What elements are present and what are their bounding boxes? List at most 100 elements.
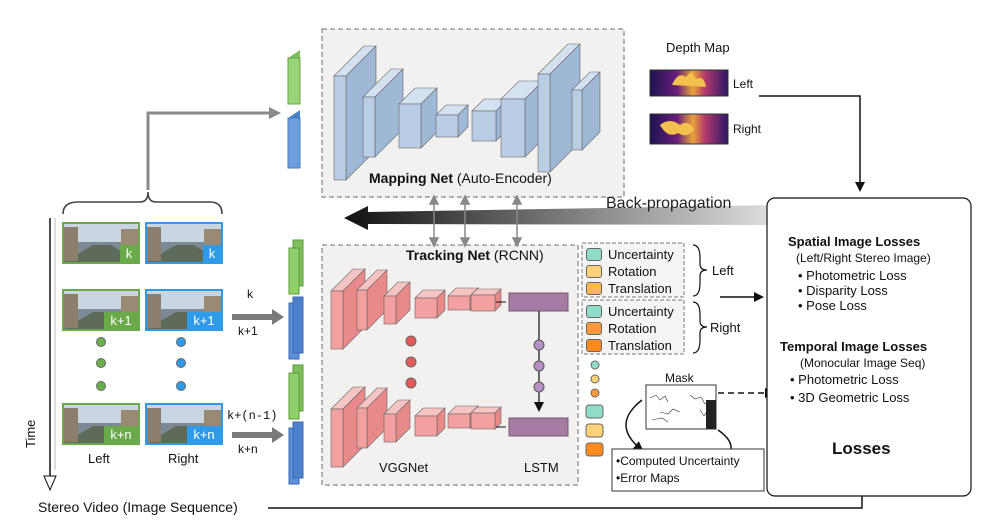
input-label-kn: k+n xyxy=(238,442,258,456)
tracking-net-title: Tracking Net (RCNN) xyxy=(406,247,544,263)
output-swatch xyxy=(586,264,602,278)
loss-item: • Pose Loss xyxy=(798,298,867,313)
vgg-ellipsis-dots xyxy=(405,335,417,389)
right-frame-thumbnail: k+1 xyxy=(145,289,223,331)
lstm-cell-top xyxy=(508,292,569,312)
output-item-label: Translation xyxy=(608,337,672,353)
encoder-block xyxy=(362,68,404,158)
output-item: Translation xyxy=(586,337,672,353)
mask-dark-patch xyxy=(706,400,716,429)
vgg-block xyxy=(383,399,411,443)
output-item-label: Uncertainty xyxy=(608,246,674,262)
depth-map-left-image xyxy=(649,69,729,97)
depth-map-left-label: Left xyxy=(733,77,754,91)
output-swatch xyxy=(586,304,602,318)
output-item: Rotation xyxy=(586,320,656,336)
mask-item: •Error Maps xyxy=(616,471,680,485)
vgg-blocks xyxy=(330,268,506,468)
left-brace xyxy=(692,244,708,297)
vgg-label: VGGNet xyxy=(379,460,429,475)
vgg-block xyxy=(470,288,502,312)
mapping-input-bars xyxy=(287,50,301,169)
left-frame-thumbnail: k xyxy=(62,222,140,264)
right-frame-thumbnail: k xyxy=(145,222,223,264)
output-item: Rotation xyxy=(586,263,656,279)
frame-ellipsis-dots xyxy=(96,337,186,391)
right-output-label: Right xyxy=(710,320,741,335)
tracking-input-arrows xyxy=(232,309,284,443)
loss-item: • 3D Geometric Loss xyxy=(790,390,910,405)
frame-tag: k+1 xyxy=(193,313,214,328)
output-swatch xyxy=(586,247,602,261)
left-frame-thumbnail: k+n xyxy=(62,403,140,445)
mask-items-box xyxy=(611,448,765,492)
temporal-losses-title: Temporal Image Losses xyxy=(780,339,928,354)
spatial-losses-subtitle: (Left/Right Stereo Image) xyxy=(796,251,931,265)
output-item: Translation xyxy=(586,280,672,296)
output-item-label: Translation xyxy=(608,280,672,296)
vgg-block xyxy=(414,289,446,319)
right-frame-thumbnail: k+n xyxy=(145,403,223,445)
right-brace xyxy=(692,301,708,354)
depth-map-title: Depth Map xyxy=(666,40,730,55)
encoder-block xyxy=(435,104,469,138)
vgg-block xyxy=(447,287,479,311)
backprop-arrow xyxy=(344,205,780,230)
spatial-losses-title: Spatial Image Losses xyxy=(788,234,921,249)
output-item-label: Rotation xyxy=(608,263,657,279)
vgg-block xyxy=(383,281,411,325)
mask-title: Mask xyxy=(665,371,694,385)
input-label-k: k xyxy=(247,287,253,301)
temporal-losses-subtitle: (Monocular Image Seq) xyxy=(800,356,926,370)
input-label-kn-1: k+(n-1) xyxy=(227,409,278,423)
loss-item: • Disparity Loss xyxy=(798,283,888,298)
vgg-block xyxy=(356,387,388,449)
stereo-video-label: Stereo Video (Image Sequence) xyxy=(38,499,238,515)
lstm-cell-bottom xyxy=(508,417,569,437)
time-axis-head xyxy=(43,475,57,492)
vgg-block xyxy=(470,406,502,430)
output-swatch xyxy=(586,321,602,335)
depth-to-losses-arrow xyxy=(759,95,865,192)
output-swatch xyxy=(586,281,602,295)
frame-tag: k+n xyxy=(193,427,214,442)
lstm-label: LSTM xyxy=(524,460,559,475)
output-item: Uncertainty xyxy=(586,246,674,262)
output-item-label: Rotation xyxy=(608,320,657,336)
left-column-label: Left xyxy=(88,451,110,466)
output-swatch xyxy=(586,338,602,352)
mask-item: •Computed Uncertainty xyxy=(616,454,740,468)
encoder-block xyxy=(500,80,544,158)
input-label-k1: k+1 xyxy=(238,324,258,338)
output-item-label: Uncertainty xyxy=(608,303,674,319)
frame-thumbnails: k k k+1 k+1 k+n k+n xyxy=(62,222,223,445)
loss-item: • Photometric Loss xyxy=(798,268,907,283)
encoder-block xyxy=(571,71,601,151)
mask-cycle-left xyxy=(625,399,644,452)
encoder-block xyxy=(398,87,438,149)
time-label: Time xyxy=(23,419,38,448)
tracking-input-bars xyxy=(288,239,304,485)
losses-box xyxy=(766,197,972,497)
encoder-block xyxy=(471,98,509,142)
frames-to-mapping-arrow xyxy=(146,107,281,190)
left-frame-thumbnail: k+1 xyxy=(62,289,140,331)
left-output-label: Left xyxy=(712,263,734,278)
encoder-blocks xyxy=(333,43,601,181)
frame-tag: k xyxy=(209,246,216,261)
lstm-chain xyxy=(533,311,545,412)
bottom-output-marks xyxy=(585,360,604,457)
frame-tag: k+1 xyxy=(110,313,131,328)
right-column-label: Right xyxy=(168,451,199,466)
output-item: Uncertainty xyxy=(586,303,674,319)
depth-map-right-image xyxy=(649,113,729,145)
loss-item: • Photometric Loss xyxy=(790,372,899,387)
losses-box-title: Losses xyxy=(832,439,891,458)
frames-bracket xyxy=(62,191,223,215)
mapping-net-title: Mapping Net (Auto-Encoder) xyxy=(369,170,552,186)
depth-map-right-label: Right xyxy=(733,122,762,136)
backprop-label: Back-propagation xyxy=(606,195,732,212)
frame-tag: k xyxy=(126,246,133,261)
